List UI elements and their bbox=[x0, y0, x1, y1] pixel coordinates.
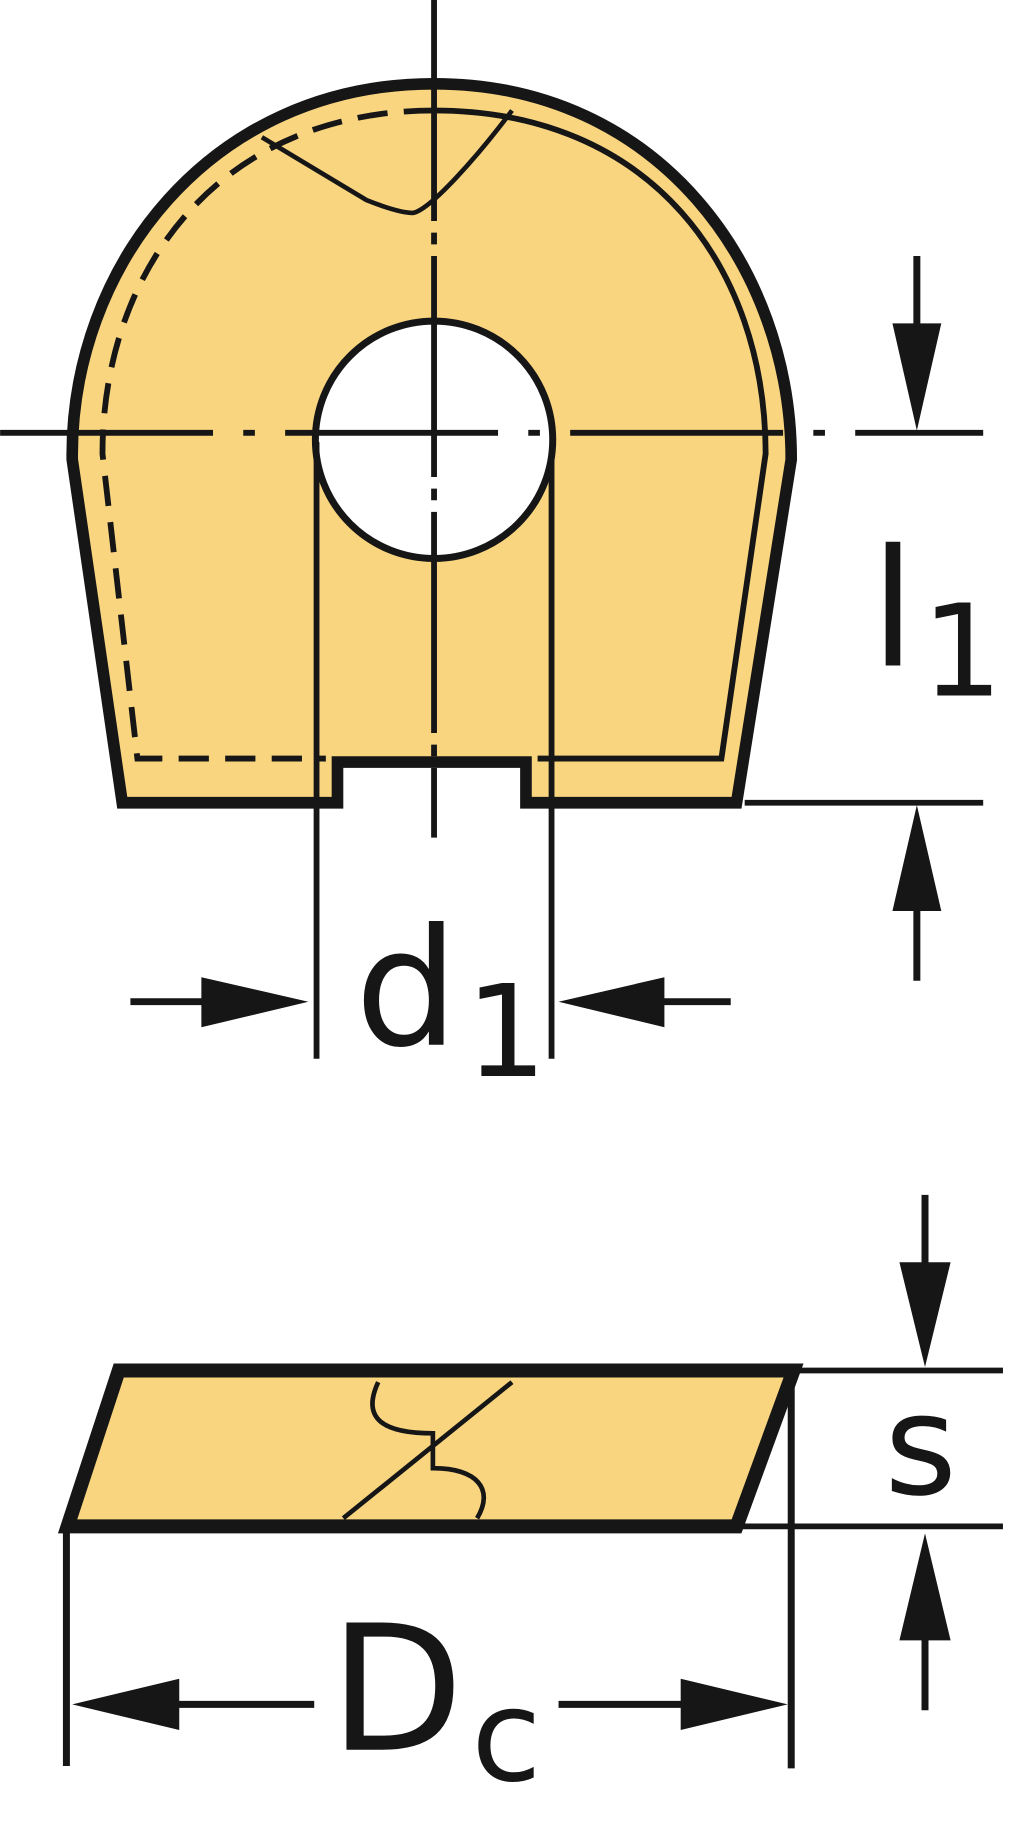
l1-arrow-up-icon bbox=[892, 805, 942, 911]
d1-label: d bbox=[355, 895, 458, 1084]
dc-subscript: c bbox=[471, 1662, 541, 1811]
s-arrow-up-icon bbox=[899, 1533, 951, 1641]
inner-edge-left-hidden bbox=[99, 107, 435, 762]
side-edge-sketch bbox=[341, 1380, 514, 1521]
s-label: s bbox=[884, 1364, 957, 1527]
inner-edge-right bbox=[434, 107, 769, 762]
dc-label: D bbox=[329, 1589, 463, 1792]
l1-arrow-down-icon bbox=[892, 323, 942, 431]
cutting-edge-sketch bbox=[260, 109, 514, 216]
d1-arrow-left-icon bbox=[558, 977, 665, 1028]
l1-label: l bbox=[870, 515, 915, 704]
dc-arrow-right-icon bbox=[680, 1678, 788, 1730]
l1-subscript: 1 bbox=[922, 578, 1003, 727]
d1-arrow-right-icon bbox=[201, 977, 309, 1028]
d1-subscript: 1 bbox=[465, 958, 546, 1107]
s-arrow-down-icon bbox=[899, 1262, 951, 1368]
dc-arrow-left-icon bbox=[72, 1678, 180, 1730]
